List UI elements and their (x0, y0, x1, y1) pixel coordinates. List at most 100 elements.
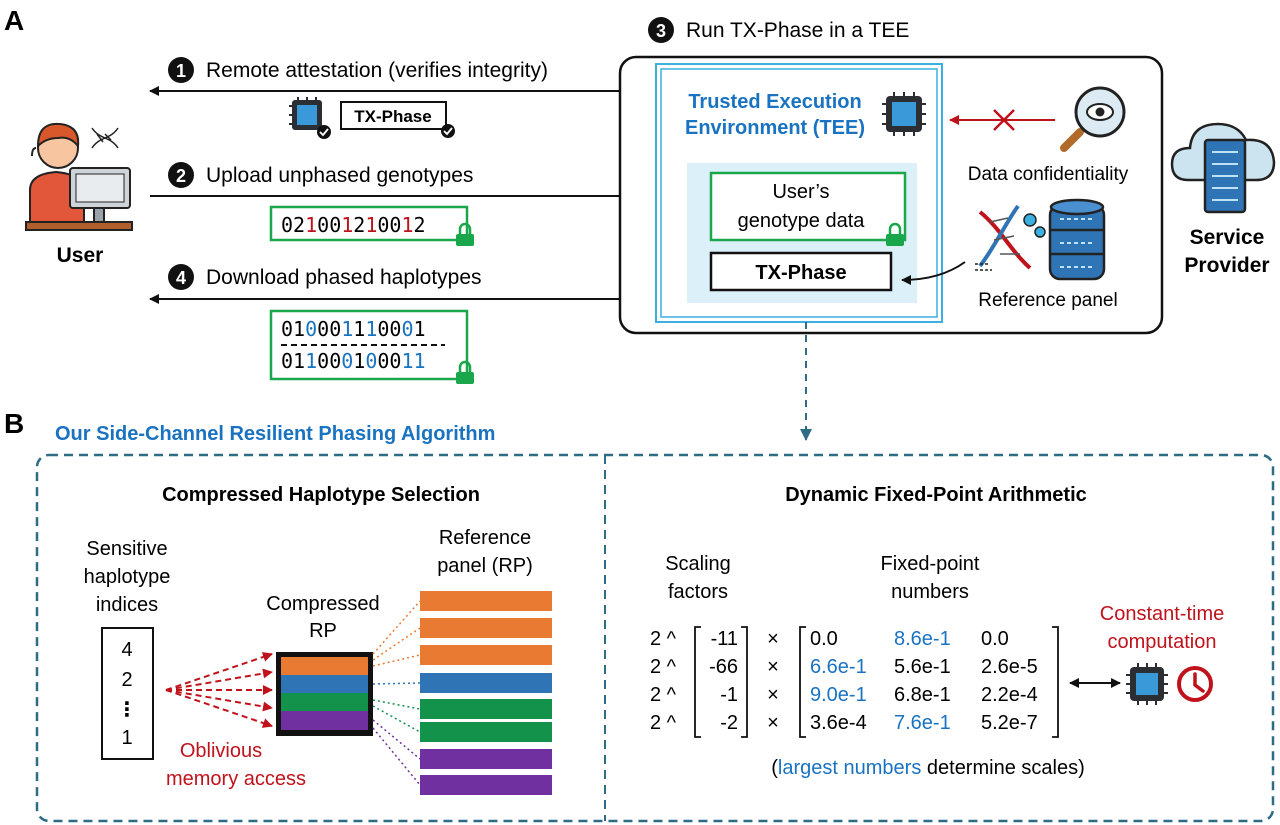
oblivious-access-arrows (165, 652, 273, 728)
txphase-badge-box (340, 101, 447, 130)
indices-box (101, 627, 154, 760)
genotype-digits: 021001210012 (281, 213, 426, 237)
digit: 1 (305, 213, 317, 237)
compressed-rp-line1: Compressed (266, 593, 379, 615)
scale-exponent: -1 (720, 684, 738, 706)
step3-number-circle (648, 17, 674, 43)
compressed-rp-row (281, 693, 368, 711)
step1-number: 1 (176, 61, 186, 81)
digit: 2 (414, 213, 426, 237)
step4-label: Download phased haplotypes (206, 266, 482, 289)
data-confidentiality-label: Data confidentiality (968, 164, 1129, 185)
genotype-data-line2: genotype data (738, 210, 866, 232)
digit: 1 (414, 349, 426, 373)
matrix-cell: 2.6e-5 (981, 656, 1038, 678)
digit: 0 (365, 349, 377, 373)
matrix-cell: 5.2e-7 (981, 712, 1038, 734)
digit: 1 (365, 213, 377, 237)
step4-number-circle (168, 264, 194, 290)
scaling-line1: Scaling (665, 553, 731, 575)
digit: 1 (341, 213, 353, 237)
digit: 1 (365, 317, 377, 341)
constant-time-line2: computation (1108, 631, 1217, 653)
scale-base: 2 ^ (650, 684, 677, 706)
haplotype-row-1: 010001110001 (281, 317, 426, 341)
reference-panel-row (420, 645, 552, 665)
matrix-cell: 0.0 (981, 628, 1009, 650)
check-icon (441, 124, 455, 138)
digit: 0 (281, 349, 293, 373)
scaling-line2: factors (668, 581, 728, 603)
lock-icon (886, 222, 904, 246)
step4-number: 4 (176, 268, 186, 288)
scaling-bracket-left (694, 626, 701, 738)
txphase-box-label: TX-Phase (755, 262, 846, 284)
compressed-rp-row (281, 675, 368, 693)
panel-b-title: Our Side-Channel Resilient Phasing Algor… (55, 423, 495, 445)
genotype-data-line1: User’s (772, 181, 829, 203)
digit: 0 (377, 317, 389, 341)
step1-label: Remote attestation (verifies integrity) (206, 59, 548, 82)
scale-base: 2 ^ (650, 628, 677, 650)
fixed-point-line2: numbers (891, 581, 969, 603)
sensitive-line3: indices (96, 594, 158, 616)
scale-exponent: -11 (711, 628, 738, 650)
scales-note-highlight: largest numbers (778, 757, 921, 779)
reference-panel-row (420, 591, 552, 611)
scale-base: 2 ^ (650, 656, 677, 678)
matrix-cell: 2.2e-4 (981, 684, 1038, 706)
digit: 0 (329, 349, 341, 373)
database-icon (1048, 198, 1106, 281)
panel-b-letter: B (4, 408, 24, 439)
digit: 1 (353, 317, 365, 341)
matrix-cell: 6.6e-1 (810, 656, 867, 678)
digit: 1 (414, 317, 426, 341)
sensitive-line2: haplotype (84, 566, 171, 588)
matrix-cell: 5.6e-1 (894, 656, 951, 678)
panel-a-letter: A (4, 5, 24, 36)
digit: 1 (305, 349, 317, 373)
matrix-cell: 0.0 (810, 628, 838, 650)
digit: 1 (401, 213, 413, 237)
user-label: User (57, 244, 104, 267)
service-provider-line1: Service (1190, 226, 1265, 249)
algorithm-panel (35, 453, 1275, 823)
digit: 0 (317, 213, 329, 237)
step2-number-circle (168, 162, 194, 188)
matrix-cell: 3.6e-4 (810, 712, 867, 734)
compressed-rp-row (281, 657, 368, 675)
index-value: ⋮ (117, 699, 137, 721)
scales-note-rest: determine scales) (921, 757, 1084, 779)
step2-label: Upload unphased genotypes (206, 164, 473, 187)
service-provider-line2: Provider (1184, 254, 1269, 277)
digit: 0 (377, 349, 389, 373)
matrix-cell: 6.8e-1 (894, 684, 951, 706)
scales-note: (largest numbers determine scales) (771, 757, 1084, 779)
digit: 1 (401, 349, 413, 373)
user-icon (25, 122, 133, 231)
digit: 0 (341, 349, 353, 373)
step1-number-circle (168, 57, 194, 83)
compressed-selection-heading: Compressed Haplotype Selection (162, 484, 480, 506)
matrix-bracket-right (1052, 626, 1059, 738)
oblivious-line1: Oblivious (180, 740, 262, 762)
digit: 2 (353, 213, 365, 237)
reference-panel-line1: Reference (439, 527, 531, 549)
scale-exponent: -2 (720, 712, 738, 734)
index-value: 2 (121, 669, 132, 691)
txphase-box (709, 251, 893, 292)
step3-number: 3 (656, 21, 666, 41)
step3-label: Run TX-Phase in a TEE (686, 19, 909, 42)
chip-icon (882, 92, 926, 136)
scale-exponent: -66 (709, 656, 738, 678)
check-icon (317, 125, 331, 139)
index-value: 1 (121, 727, 132, 749)
digit: 0 (389, 349, 401, 373)
digit: 0 (389, 213, 401, 237)
matrix-cell: 8.6e-1 (894, 628, 951, 650)
digit: 0 (281, 213, 293, 237)
clock-icon (1177, 666, 1213, 702)
digit: 0 (317, 317, 329, 341)
reference-panel-line2: panel (RP) (437, 555, 533, 577)
